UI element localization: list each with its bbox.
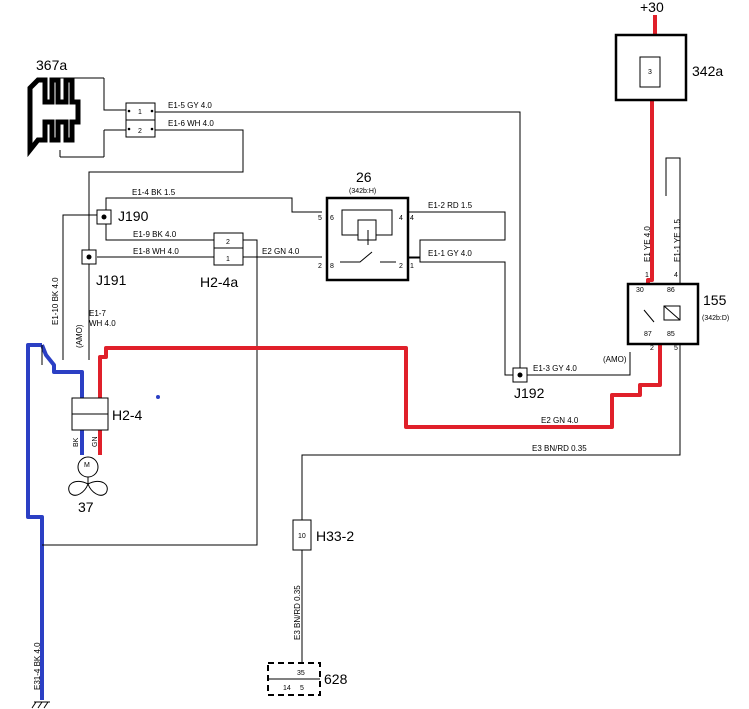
wire-e11ye: E1-1 YE 1.5 xyxy=(673,218,682,262)
component-367a xyxy=(27,77,104,158)
relay-155 xyxy=(626,282,700,346)
svg-text:2: 2 xyxy=(226,239,230,246)
wire-e110: E1-10 BK 4.0 xyxy=(51,277,60,325)
connector-367a xyxy=(125,102,156,138)
motor-37 xyxy=(68,456,108,496)
label-h2-4a: H2-4a xyxy=(200,274,238,290)
svg-text:1: 1 xyxy=(645,272,649,279)
wire-e16: E1-6 WH 4.0 xyxy=(168,119,214,128)
label-amo-left: (AMO) xyxy=(75,324,84,348)
wire-e11: E1-1 GY 4.0 xyxy=(428,249,472,258)
svg-text:6: 6 xyxy=(330,215,334,222)
svg-text:5: 5 xyxy=(318,215,322,222)
svg-text:2: 2 xyxy=(650,345,654,352)
svg-text:4: 4 xyxy=(410,215,414,222)
label-155-sub: (342b:D) xyxy=(702,315,729,322)
component-628 xyxy=(267,662,321,696)
svg-text:10: 10 xyxy=(298,533,306,540)
wire-e1ye: E1 YE 4.0 xyxy=(643,226,652,262)
svg-text:30: 30 xyxy=(636,287,644,294)
svg-text:5: 5 xyxy=(674,345,678,352)
marker-dot xyxy=(156,395,160,399)
label-plus30: +30 xyxy=(640,0,664,15)
label-amo-right: (AMO) xyxy=(603,355,627,364)
ground-wire xyxy=(26,343,44,700)
label-26-sub: (342b:H) xyxy=(349,188,376,195)
svg-text:87: 87 xyxy=(644,331,652,338)
svg-text:1: 1 xyxy=(138,109,142,116)
wire-e14: E1-4 BK 1.5 xyxy=(132,188,176,197)
junctions xyxy=(81,209,528,383)
labels: +30 342a 367a 26 (342b:H) 155 (342b:D) J… xyxy=(33,0,729,690)
svg-text:85: 85 xyxy=(667,331,675,338)
svg-text:4: 4 xyxy=(399,215,403,222)
svg-text:5: 5 xyxy=(300,685,304,692)
label-342a: 342a xyxy=(692,63,723,79)
connector-h2-4 xyxy=(71,397,109,431)
wire-e15: E1-5 GY 4.0 xyxy=(168,101,212,110)
wire-e12: E1-2 RD 1.5 xyxy=(428,201,473,210)
svg-text:1: 1 xyxy=(410,263,414,270)
svg-text:35: 35 xyxy=(297,670,305,677)
wire-e19: E1-9 BK 4.0 xyxy=(133,230,177,239)
fuse-342a xyxy=(614,33,688,102)
label-37: 37 xyxy=(78,499,94,515)
connector-h2-4a xyxy=(213,232,244,266)
label-367a: 367a xyxy=(36,57,67,73)
wire-e314: E31-4 BK 4.0 xyxy=(33,642,42,690)
pin-numbers: 1 2 3 5 6 4 4 2 8 2 1 2 1 30 86 87 85 1 … xyxy=(138,69,678,692)
wire-e2gn: E2 GN 4.0 xyxy=(262,247,300,256)
wire-e3: E3 BN/RD 0.35 xyxy=(532,444,587,453)
wire-bk: BK xyxy=(73,437,80,447)
wire-e3v: E3 BN/RD 0.35 xyxy=(293,585,302,640)
svg-text:86: 86 xyxy=(667,287,675,294)
label-j190: J190 xyxy=(118,208,149,224)
wire-e2gnb: E2 GN 4.0 xyxy=(541,416,579,425)
label-26: 26 xyxy=(356,169,372,185)
svg-text:4: 4 xyxy=(674,272,678,279)
wire-e18: E1-8 WH 4.0 xyxy=(133,247,179,256)
motor-m: M xyxy=(84,462,90,469)
svg-text:3: 3 xyxy=(648,69,652,76)
svg-text:8: 8 xyxy=(330,263,334,270)
ground-symbol xyxy=(31,701,50,709)
svg-text:14: 14 xyxy=(283,685,291,692)
label-628: 628 xyxy=(324,671,348,687)
power-wire xyxy=(98,15,662,455)
label-h2-4: H2-4 xyxy=(112,407,143,423)
connector-h33-2 xyxy=(292,519,312,551)
svg-text:2: 2 xyxy=(399,263,403,270)
wire-gn: GN xyxy=(92,437,99,448)
wire-e17b: WH 4.0 xyxy=(89,319,116,328)
wire-e13: E1-3 GY 4.0 xyxy=(533,364,577,373)
label-j192: J192 xyxy=(514,385,545,401)
label-j191: J191 xyxy=(96,272,127,288)
wire-e17a: E1-7 xyxy=(89,309,106,318)
svg-text:1: 1 xyxy=(226,256,230,263)
relay-26 xyxy=(325,196,410,282)
label-h33-2: H33-2 xyxy=(316,528,354,544)
svg-text:2: 2 xyxy=(138,128,142,135)
signal-wires xyxy=(60,78,681,665)
svg-text:2: 2 xyxy=(318,263,322,270)
label-155: 155 xyxy=(703,292,727,308)
